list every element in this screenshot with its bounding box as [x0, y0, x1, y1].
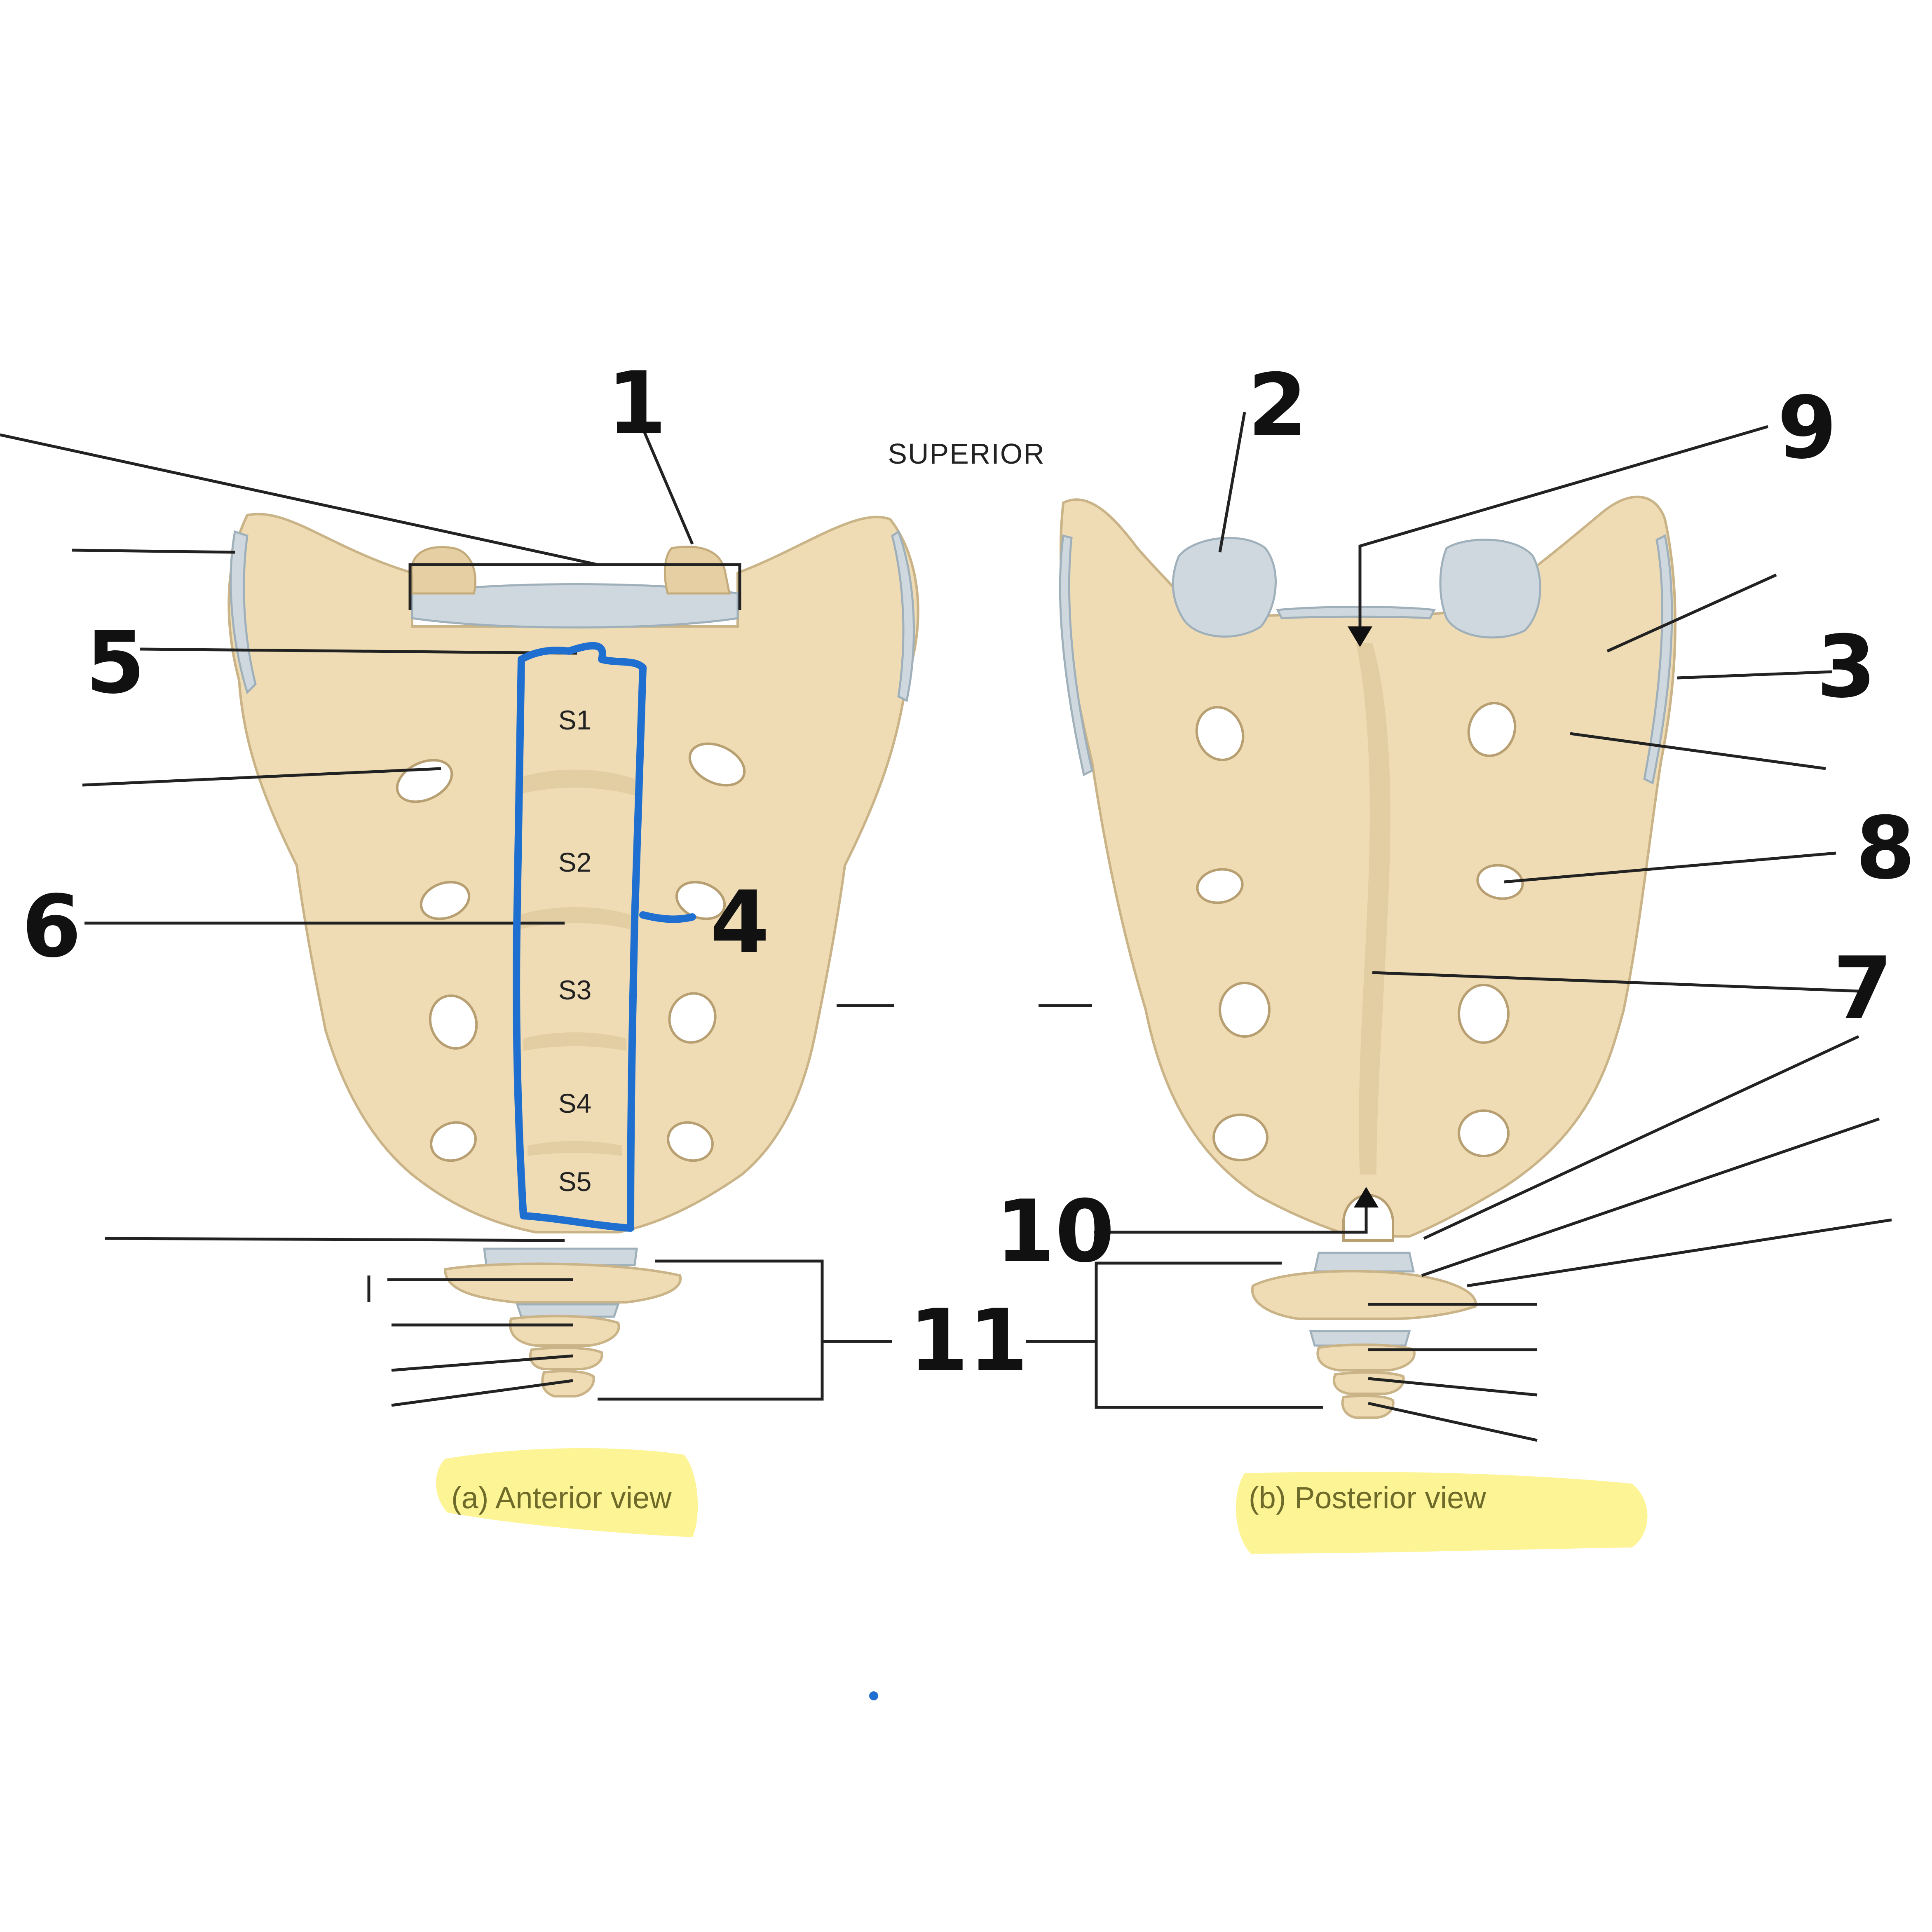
- anterior-leader-lines: [0, 428, 894, 1407]
- posterior-view-sacrum: [1059, 495, 1676, 1242]
- caption-anterior-view: (a) Anterior view: [451, 1481, 672, 1515]
- label-number-4: 4: [710, 873, 770, 973]
- label-number-7: 7: [1833, 939, 1893, 1039]
- label-number-6: 6: [22, 877, 82, 977]
- blue-ink-dot: [869, 1691, 878, 1700]
- label-number-9: 9: [1777, 378, 1837, 478]
- highlight-posterior-caption: [1236, 1472, 1648, 1554]
- highlight-anterior-caption: [436, 1448, 698, 1537]
- blue-bracket-tick: [639, 911, 696, 923]
- segment-label-s5: S5: [558, 1166, 592, 1197]
- blue-bracket-annotation: [513, 642, 647, 1232]
- orientation-label-superior: SUPERIOR: [888, 438, 1045, 470]
- anterior-view-coccyx: [443, 1247, 682, 1397]
- label-number-2: 2: [1248, 356, 1308, 455]
- label-number-11: 11: [909, 1291, 1028, 1391]
- segment-label-s1: S1: [558, 705, 592, 735]
- anterior-view-sacrum: [227, 513, 919, 1233]
- posterior-view-coccyx: [1251, 1252, 1477, 1419]
- segment-label-s2: S2: [558, 847, 592, 877]
- label-number-5: 5: [86, 613, 145, 713]
- posterior-leader-lines: [1026, 412, 1892, 1442]
- label-number-8: 8: [1856, 799, 1916, 898]
- label-number-3: 3: [1817, 617, 1876, 717]
- label-number-10: 10: [995, 1182, 1114, 1282]
- caption-posterior-view: (b) Posterior view: [1249, 1481, 1486, 1515]
- segment-label-s4: S4: [558, 1088, 592, 1118]
- label-number-1: 1: [607, 354, 667, 453]
- segment-label-s3: S3: [558, 975, 592, 1005]
